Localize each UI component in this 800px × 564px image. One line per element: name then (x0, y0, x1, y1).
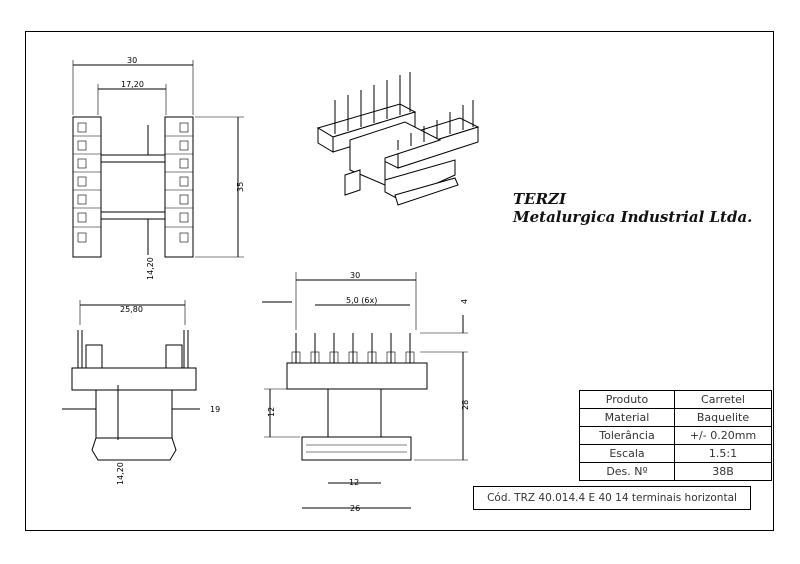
drawing-frame (25, 31, 774, 531)
row-value: 1.5:1 (674, 444, 772, 463)
dim-top-height: 35 (236, 182, 245, 192)
isometric-view (316, 72, 480, 206)
row-label: Escala (579, 444, 675, 463)
row-value: Carretel (674, 390, 772, 409)
title-row-escala: Escala 1.5:1 (579, 444, 772, 463)
dim-front-width: 30 (350, 271, 360, 280)
company-subtitle: Metalurgica Industrial Ltda. (513, 208, 753, 226)
dim-top-width: 30 (127, 56, 137, 65)
dim-front-inner: 12 (349, 478, 359, 487)
row-label: Produto (579, 390, 675, 409)
dim-front-pitch: 5,0 (6x) (346, 296, 377, 305)
title-row-produto: Produto Carretel (579, 390, 772, 409)
title-block: Produto Carretel Material Baquelite Tole… (579, 390, 772, 481)
dim-front-height: 28 (461, 400, 470, 410)
part-code: Cód. TRZ 40.014.4 E 40 14 terminais hori… (473, 486, 751, 510)
dim-top-bottom: 14,20 (146, 257, 155, 280)
front-view (262, 272, 468, 509)
title-row-material: Material Baquelite (579, 408, 772, 427)
dim-side-height: 14,20 (116, 462, 125, 485)
dim-front-pin: 4 (460, 299, 469, 304)
row-label: Des. Nº (579, 462, 675, 481)
side-view (62, 300, 200, 461)
dim-side-width: 25,80 (120, 305, 143, 314)
title-row-des: Des. Nº 38B (579, 462, 772, 481)
row-value: +/- 0.20mm (674, 426, 772, 445)
top-view (72, 60, 244, 258)
row-value: 38B (674, 462, 772, 481)
dim-top-inner: 17,20 (121, 80, 144, 89)
company-name: TERZI (513, 190, 567, 208)
dim-front-base: 26 (350, 504, 360, 513)
row-label: Material (579, 408, 675, 427)
title-row-tolerancia: Tolerância +/- 0.20mm (579, 426, 772, 445)
dim-side-right: 19 (210, 405, 220, 414)
row-label: Tolerância (579, 426, 675, 445)
dim-front-left: 12 (267, 407, 276, 417)
row-value: Baquelite (674, 408, 772, 427)
